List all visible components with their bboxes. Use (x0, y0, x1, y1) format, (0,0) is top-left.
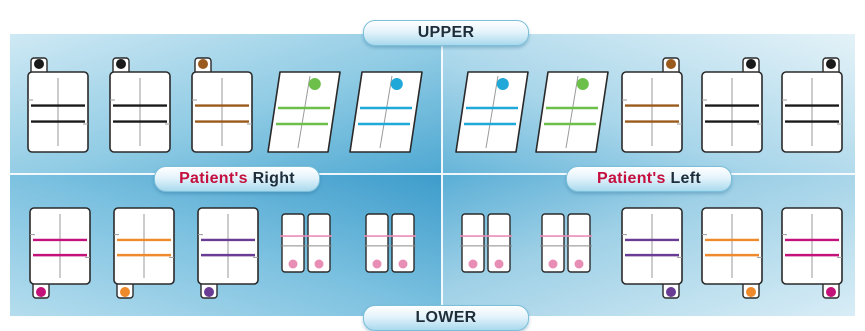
lower-label-text: LOWER (415, 309, 477, 326)
tooth-lower-right-2 (113, 207, 175, 299)
lower-label: LOWER (363, 305, 529, 331)
patients-left-label: Patient's Left (566, 166, 732, 192)
patients-right-prefix: Patient's (179, 170, 248, 187)
tooth-upper-right-4 (267, 71, 341, 153)
patients-right-label: Patient's Right (154, 166, 320, 192)
upper-label: UPPER (363, 20, 529, 46)
teeth-group (27, 57, 843, 299)
tooth-upper-left-3 (621, 57, 683, 153)
patients-left-prefix: Patient's (596, 170, 666, 187)
tooth-lower-left-1 (460, 213, 512, 273)
tooth-lower-left-4 (701, 207, 763, 299)
tooth-lower-right-5 (364, 213, 416, 273)
tooth-upper-right-1 (27, 57, 89, 153)
upper-label-text: UPPER (417, 24, 475, 41)
tooth-upper-left-2 (535, 71, 609, 153)
tooth-upper-right-3 (191, 57, 253, 153)
tooth-lower-left-3 (621, 207, 683, 299)
tooth-upper-left-5 (781, 57, 843, 153)
tooth-upper-left-4 (701, 57, 763, 153)
tooth-lower-right-1 (29, 207, 91, 299)
patients-right-side: Right (252, 170, 295, 187)
patients-left-side: Left (670, 170, 702, 187)
tooth-lower-right-4 (280, 213, 332, 273)
tooth-lower-left-2 (540, 213, 592, 273)
tooth-upper-right-5 (349, 71, 423, 153)
tooth-lower-right-3 (197, 207, 259, 299)
tooth-upper-left-1 (455, 71, 529, 153)
tooth-upper-right-2 (109, 57, 171, 153)
tooth-lower-left-5 (781, 207, 843, 299)
